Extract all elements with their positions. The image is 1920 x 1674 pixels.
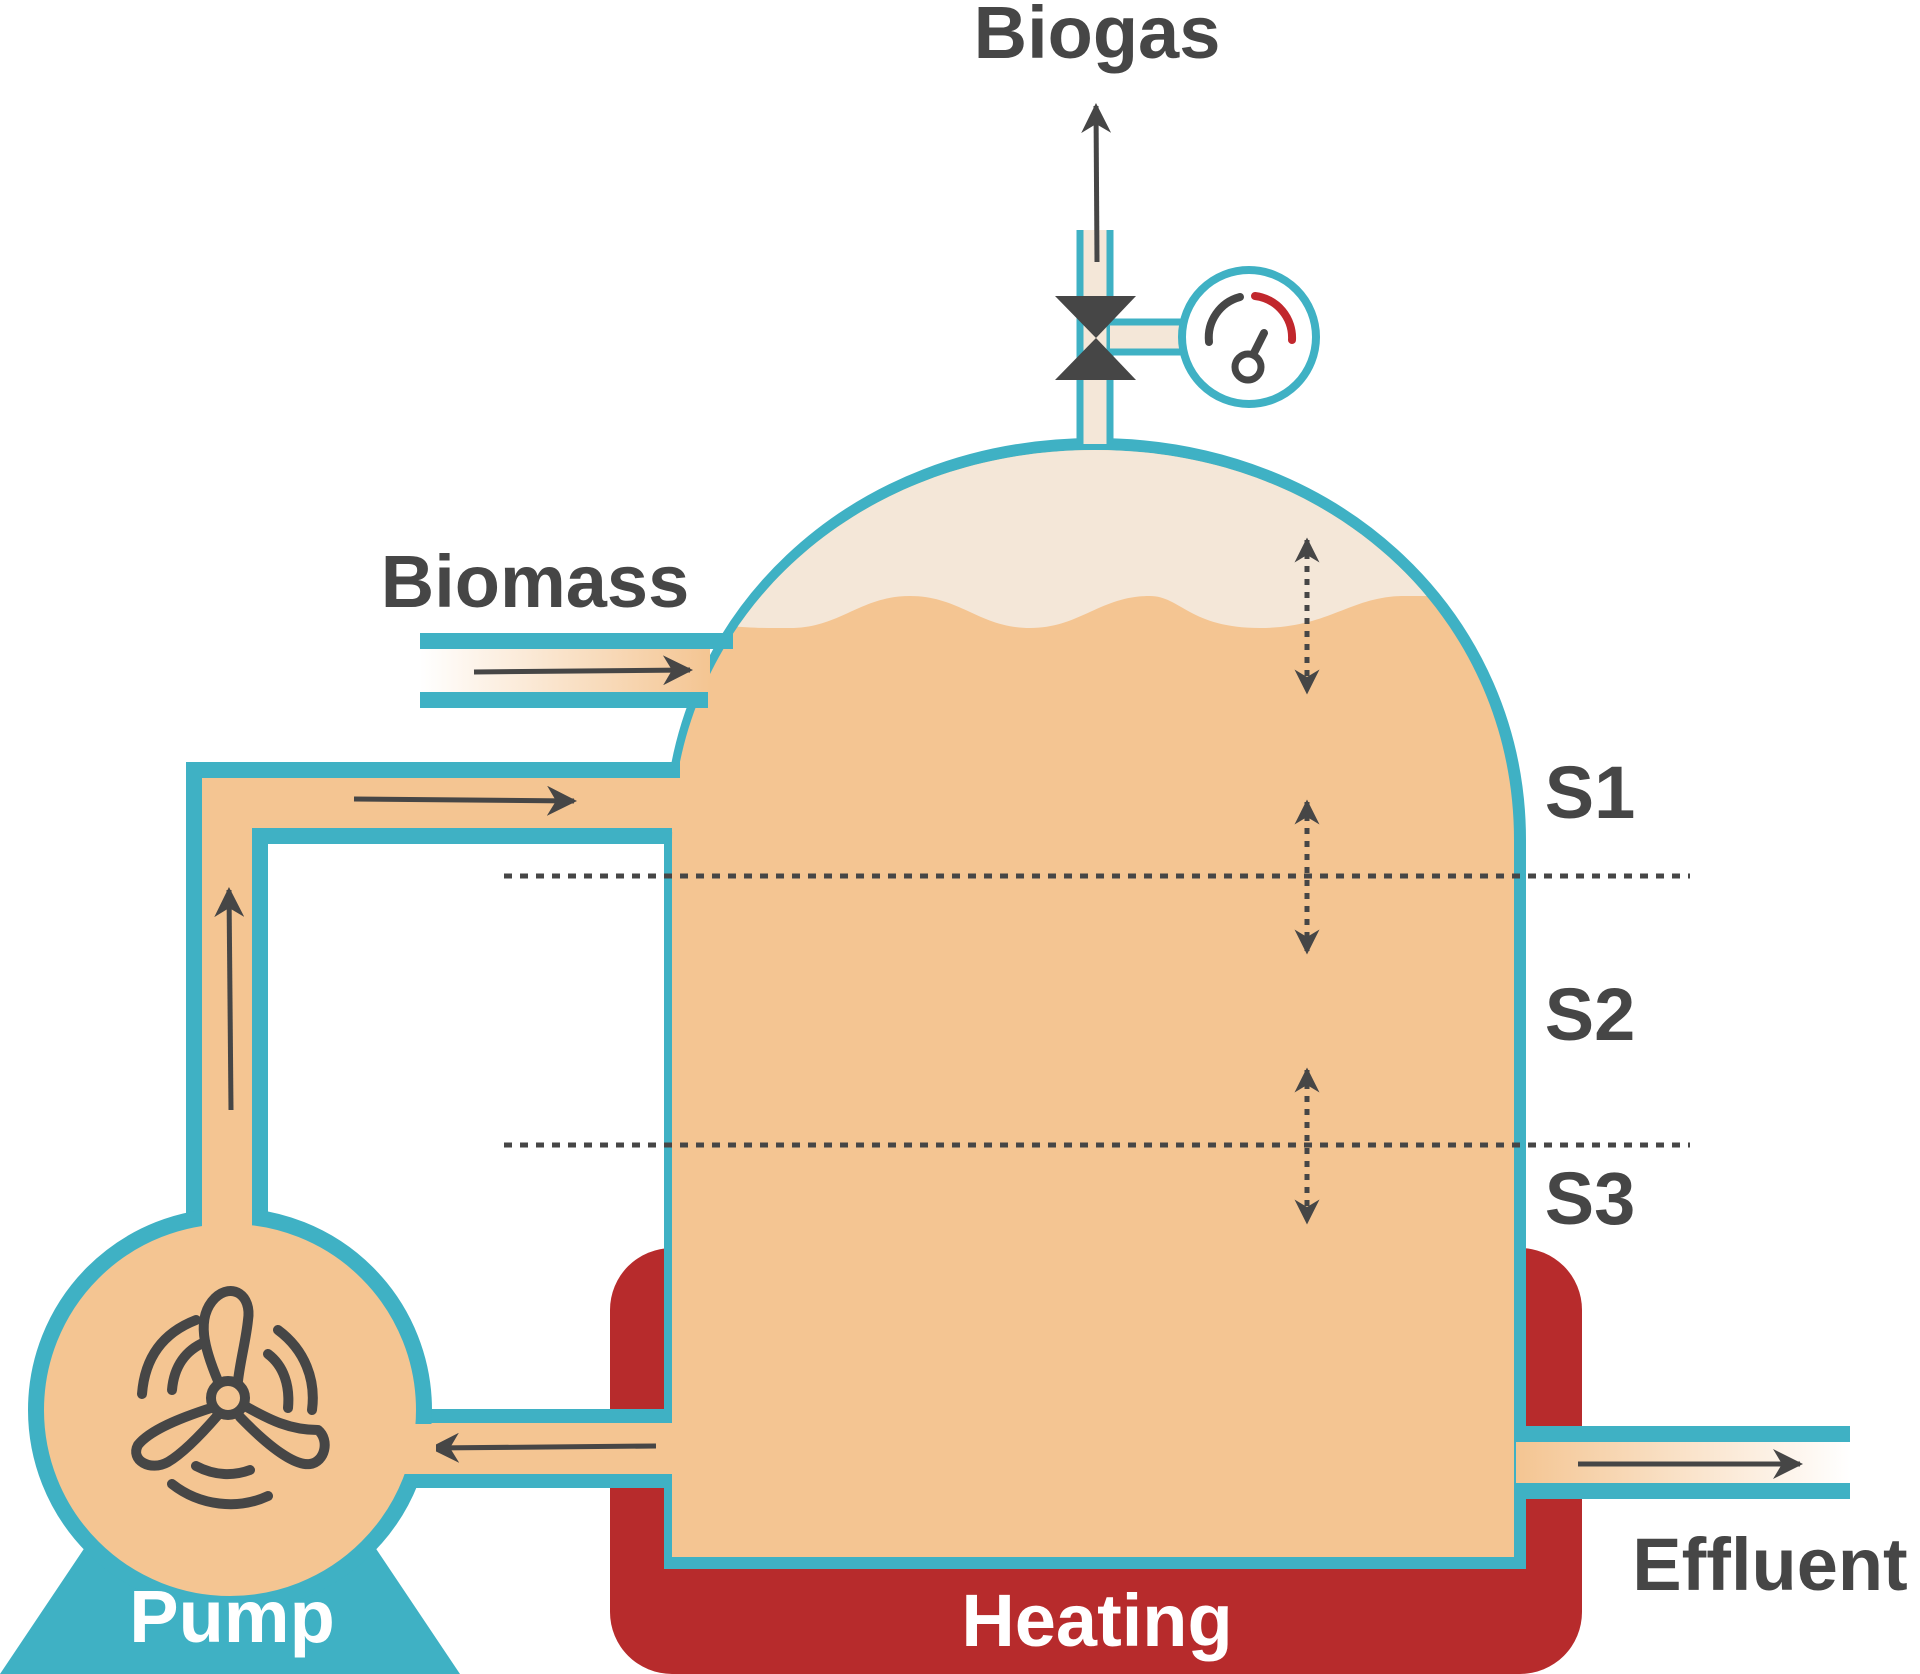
recirculation-pipe-left [200, 778, 254, 1218]
effluent-label: Effluent [1632, 1523, 1907, 1606]
heating-label: Heating [961, 1579, 1232, 1662]
biogas-label: Biogas [974, 0, 1221, 74]
section-label-s2: S2 [1545, 973, 1636, 1056]
section-label-s3: S3 [1545, 1157, 1636, 1240]
section-label-s1: S1 [1545, 751, 1636, 834]
fan-icon [131, 1286, 330, 1510]
gauge-icon [1178, 266, 1320, 408]
recirculation-pipe-top [200, 778, 680, 832]
biogas-flow-arrow [1081, 103, 1112, 263]
gauge-connection-pipe [1110, 322, 1186, 352]
biogas-outlet-pipe [1080, 230, 1110, 444]
biomass-flow-arrow [473, 655, 693, 686]
recirculation-flow-arrow-right [353, 785, 577, 816]
biomass-label: Biomass [381, 540, 689, 623]
pump-label: Pump [129, 1575, 335, 1658]
recirculation-flow-arrow-up [214, 887, 245, 1111]
vessel-liquid [672, 450, 1514, 1557]
valve-icon [1055, 296, 1136, 380]
return-flow-arrow [429, 1432, 657, 1463]
